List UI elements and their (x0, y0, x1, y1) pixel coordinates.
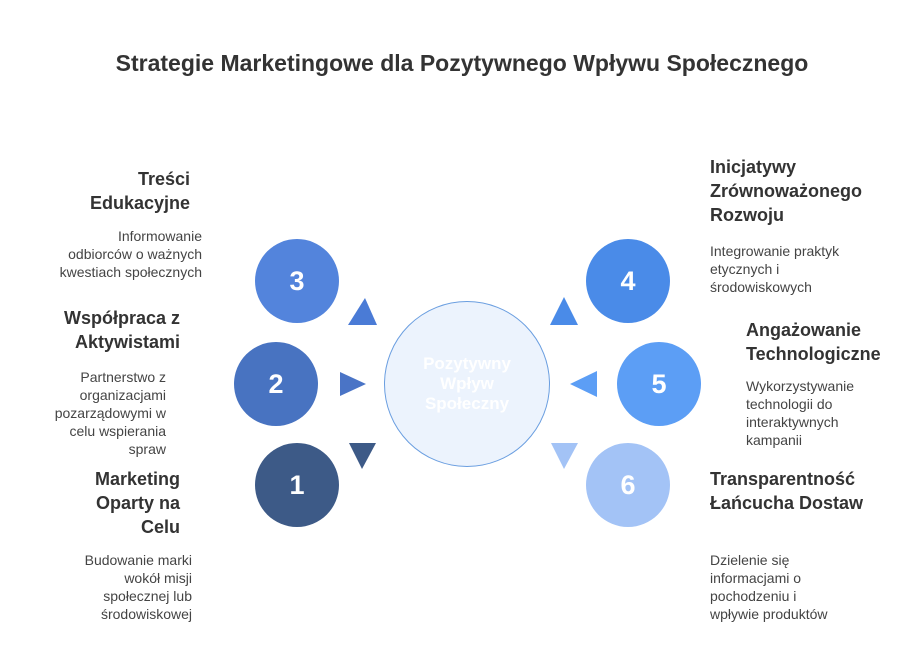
item-3-description: Informowanie odbiorców o ważnych kwestia… (59, 228, 202, 280)
circle-2-number: 2 (268, 368, 284, 399)
item-1-heading: Marketing Oparty na Celu (94, 469, 180, 537)
circle-2: 2 (234, 342, 318, 426)
item-4-heading: Inicjatywy Zrównoważonego Rozwoju (710, 157, 862, 225)
arrow-3 (348, 298, 377, 325)
item-5-description: Wykorzystywanie technologii do interakty… (746, 378, 855, 448)
arrow-6 (551, 443, 578, 469)
item-2-description: Partnerstwo z organizacjami pozarządowym… (54, 369, 166, 457)
item-3-heading: Treści Edukacyjne (89, 169, 190, 213)
arrow-4 (550, 297, 578, 325)
circle-3-number: 3 (289, 265, 305, 296)
circle-1-number: 1 (289, 469, 305, 500)
item-6-heading: Transparentność Łańcucha Dostaw (710, 469, 864, 513)
circle-4: 4 (586, 239, 670, 323)
circle-3: 3 (255, 239, 339, 323)
item-1-description: Budowanie marki wokół misji społecznej l… (84, 552, 192, 622)
circle-6: 6 (586, 443, 670, 527)
item-5-heading: Angażowanie Technologiczne (746, 320, 881, 364)
item-4-description: Integrowanie praktyk etycznych i środowi… (710, 243, 840, 295)
diagram-title: Strategie Marketingowe dla Pozytywnego W… (115, 50, 809, 76)
arrow-1 (349, 443, 376, 469)
center-circle: Pozytywny Wpływ Społeczny (384, 301, 550, 467)
circle-1: 1 (255, 443, 339, 527)
arrow-5 (570, 371, 597, 397)
arrow-2 (340, 372, 366, 396)
circle-5-number: 5 (651, 368, 667, 399)
item-6-description: Dzielenie się informacjami o pochodzeniu… (710, 552, 828, 622)
center-label: Pozytywny Wpływ Społeczny (423, 354, 511, 413)
circle-5: 5 (617, 342, 701, 426)
circle-6-number: 6 (620, 469, 636, 500)
item-2-heading: Współpraca z Aktywistami (63, 308, 180, 352)
circle-4-number: 4 (620, 265, 636, 296)
